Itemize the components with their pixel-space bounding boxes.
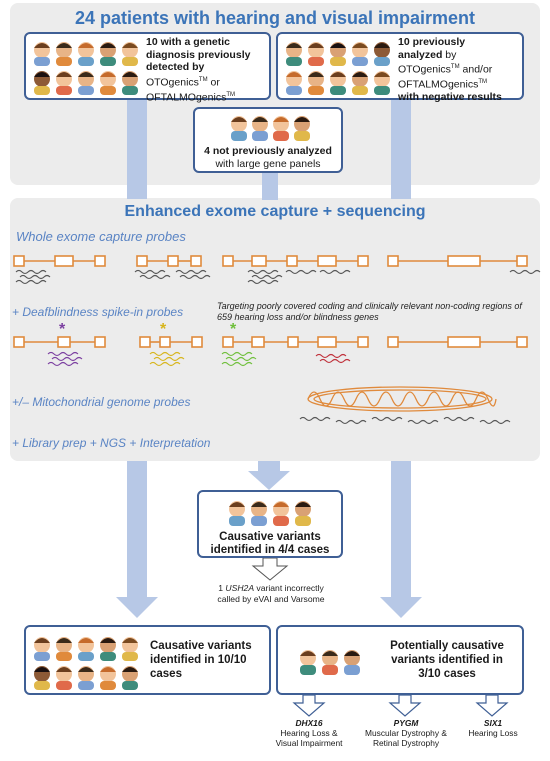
middle-arrow-shaft bbox=[262, 170, 278, 200]
spikein-probes bbox=[47, 351, 351, 367]
result-pygm: PYGM Muscular Dystrophy & Retinal Dystro… bbox=[365, 718, 447, 748]
box-not-analyzed: 4 not previously analyzed with large gen… bbox=[193, 107, 343, 173]
left-arrow-shaft-lower bbox=[127, 461, 147, 597]
not-analyzed-line1: 4 not previously analyzed bbox=[204, 145, 332, 157]
spikein-genes bbox=[13, 336, 528, 348]
star-green-icon: * bbox=[230, 321, 237, 338]
section-title: Enhanced exome capture + sequencing bbox=[124, 203, 426, 220]
box-3of10: Potentially causative variants identifie… bbox=[276, 625, 524, 695]
step-whole-exome: Whole exome capture probes bbox=[16, 229, 186, 244]
patient-faces-icon bbox=[300, 650, 360, 675]
4of4-line1: Causative variants bbox=[219, 531, 321, 543]
step-deafblindness: + Deafblindness spike-in probes bbox=[12, 305, 184, 319]
result-six1: SIX1 Hearing Loss bbox=[468, 718, 518, 738]
box-10of10: Causative variants identified in 10/10 c… bbox=[24, 625, 271, 695]
negative-results-text: 10 previously analyzed by OTOgenicsTM an… bbox=[398, 36, 502, 103]
step-library: + Library prep + NGS + Interpretation bbox=[12, 436, 211, 450]
3of10-text: Potentially causative variants identifie… bbox=[390, 640, 504, 680]
box-genetic-diagnosis: 10 with a genetic diagnosis previously d… bbox=[24, 32, 271, 103]
gene-arrows bbox=[292, 694, 509, 717]
patient-faces-icon bbox=[229, 501, 311, 526]
ush2a-note: 1 USH2A variant incorrectly called by eV… bbox=[217, 583, 325, 604]
star-purple-icon: * bbox=[59, 321, 66, 338]
box-4of4: Causative variants identified in 4/4 cas… bbox=[197, 490, 343, 558]
middle-arrow-head bbox=[248, 471, 290, 490]
patient-faces-icon bbox=[286, 42, 390, 95]
not-analyzed-line2: with large gene panels bbox=[215, 158, 321, 170]
left-arrow-shaft bbox=[127, 96, 147, 199]
sequencing-panel bbox=[10, 198, 540, 461]
outline-arrow bbox=[251, 557, 289, 581]
gene-probe-diagrams bbox=[13, 255, 541, 425]
step-mitochondrial: +/– Mitochondrial genome probes bbox=[12, 395, 191, 409]
middle-arrow-shaft-lower bbox=[258, 461, 280, 471]
patient-faces-icon bbox=[34, 42, 138, 95]
patient-faces-icon bbox=[231, 116, 310, 141]
result-dhx16: DHX16 Hearing Loss & Visual Impairment bbox=[275, 718, 343, 748]
right-arrow-shaft bbox=[391, 96, 411, 199]
star-yellow-icon: * bbox=[160, 321, 167, 338]
left-arrow-head bbox=[116, 597, 158, 618]
10of10-text: Causative variants identified in 10/10 c… bbox=[150, 640, 252, 680]
right-arrow-head bbox=[380, 597, 422, 618]
patient-faces-icon bbox=[34, 637, 138, 690]
mito-genome-helix bbox=[307, 386, 497, 412]
genetic-diagnosis-text: 10 with a genetic diagnosis previously d… bbox=[146, 36, 251, 103]
4of4-line2: identified in 4/4 cases bbox=[210, 544, 330, 556]
box-negative-results: 10 previously analyzed by OTOgenicsTM an… bbox=[276, 32, 524, 103]
exome-genes bbox=[13, 255, 528, 267]
page-title: 24 patients with hearing and visual impa… bbox=[74, 8, 476, 28]
mito-probes bbox=[299, 416, 511, 425]
exome-probes bbox=[15, 269, 541, 285]
deafblindness-note: Targeting poorly covered coding and clin… bbox=[217, 301, 522, 322]
right-arrow-shaft-lower bbox=[391, 461, 411, 597]
